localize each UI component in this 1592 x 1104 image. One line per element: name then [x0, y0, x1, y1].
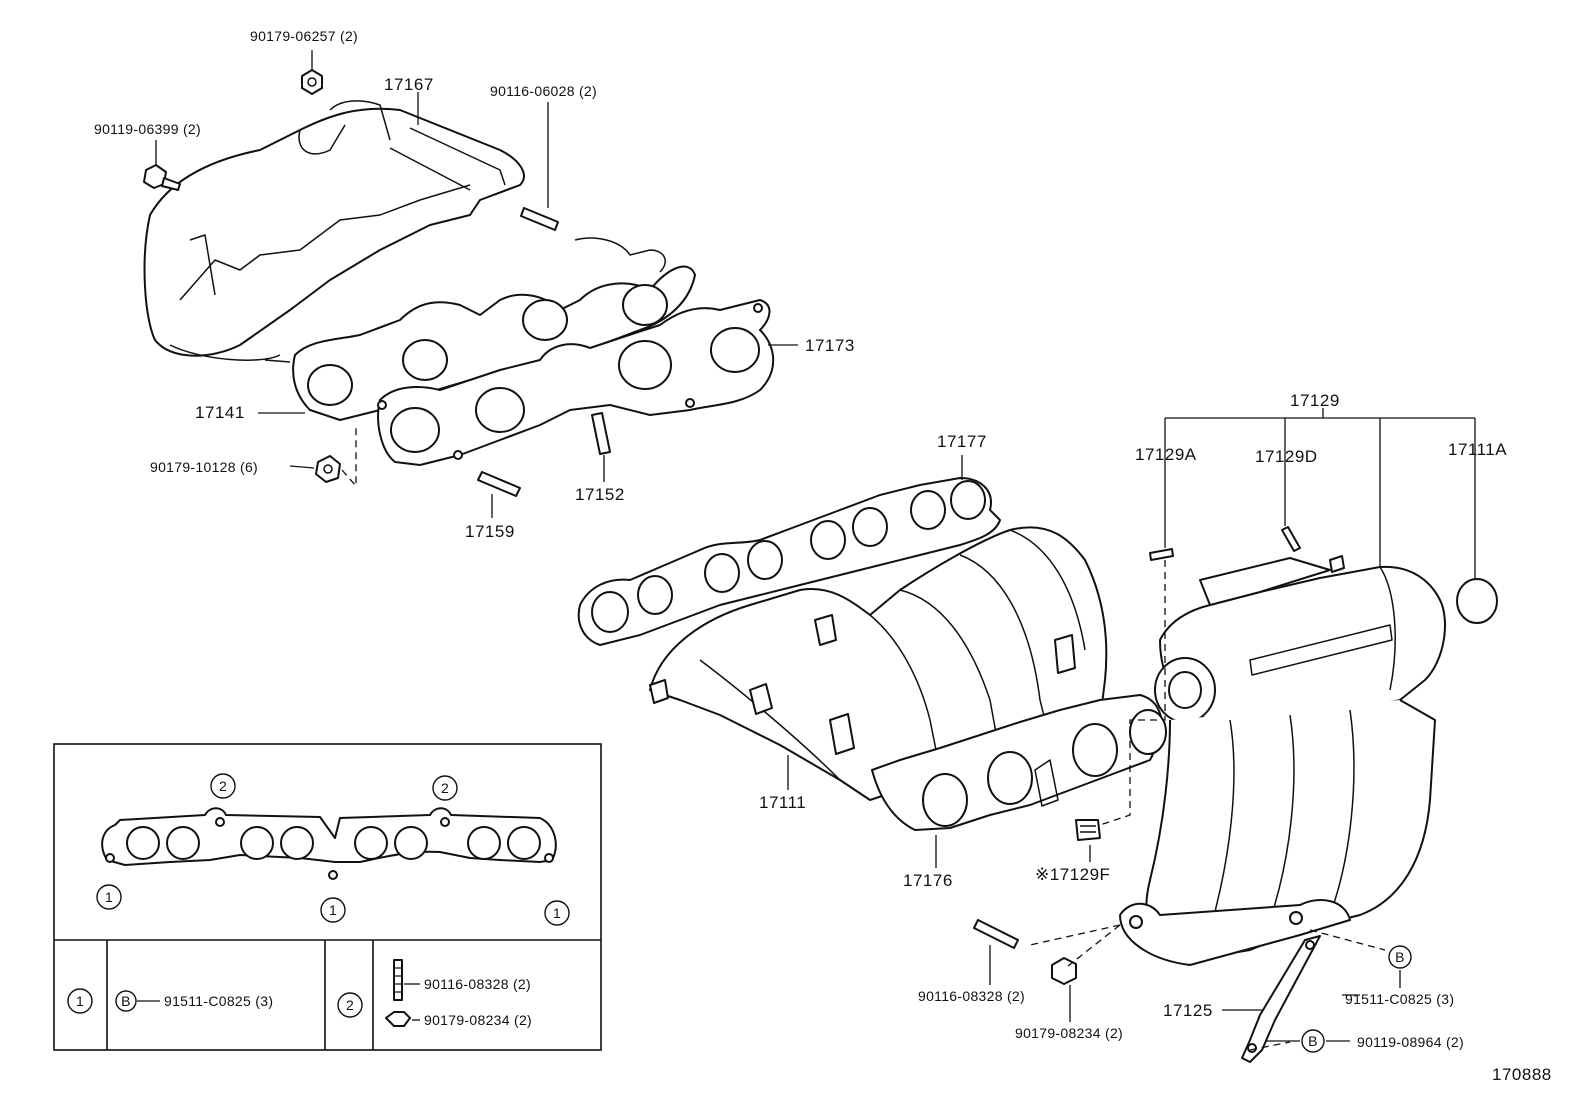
nut-icon: [385, 1011, 411, 1027]
stud-17159: [477, 471, 521, 497]
svg-text:2: 2: [441, 780, 449, 796]
legend-row-2: 2 90116-08328 (2) 90179-08234 (2): [337, 959, 532, 1028]
legend-part-91511-C0825: 91511-C0825 (3): [164, 993, 273, 1009]
callout-17129D: 17129D: [1255, 447, 1318, 466]
intake-cover-17167: [143, 100, 525, 361]
legend-part-90116-08328: 90116-08328 (2): [424, 976, 531, 992]
svg-text:1: 1: [553, 905, 561, 921]
callout-17111: 17111: [759, 793, 806, 812]
callout-17173: 17173: [805, 336, 855, 355]
svg-text:B: B: [1308, 1033, 1318, 1049]
callout-90119-06399: 90119-06399 (2): [94, 121, 201, 137]
figure-code: 170888: [1492, 1065, 1552, 1084]
gasket-17173: [377, 299, 775, 466]
pin-17129A: [1149, 548, 1174, 561]
surge-tank-17129: [1119, 555, 1446, 966]
bolt-90119-06399: [143, 164, 181, 191]
circle-mark-1-left: 1: [96, 884, 122, 910]
plug-17129F: [1075, 819, 1101, 841]
detail-box: 2 2 1 1 1 1 B 91511-C0825 (3) 2: [53, 743, 602, 1051]
callout-17176: 17176: [903, 871, 953, 890]
callout-90116-08328: 90116-08328 (2): [918, 988, 1025, 1004]
gasket-17176: [871, 694, 1167, 831]
callout-17129: 17129: [1290, 391, 1340, 410]
callout-17167: 17167: [384, 75, 434, 94]
cap-17111A: [1456, 578, 1498, 624]
stud-90116-06028: [520, 207, 559, 231]
legend-part-90179-08234: 90179-08234 (2): [424, 1012, 532, 1028]
circle-mark-1-mid: 1: [320, 897, 346, 923]
legend-marker-2: 2: [346, 997, 354, 1013]
legend-marker-1: 1: [76, 993, 84, 1009]
callout-17129F: ※17129F: [1035, 865, 1110, 884]
gasket-17177: [577, 477, 1001, 646]
callout-17159: 17159: [465, 522, 515, 541]
nut-90179-10128: [315, 455, 341, 483]
callout-90119-08964: 90119-08964 (2): [1357, 1034, 1464, 1050]
callout-17111A: 17111A: [1448, 440, 1507, 459]
legend-row-1: 1 B 91511-C0825 (3): [67, 988, 273, 1014]
svg-text:2: 2: [219, 778, 227, 794]
gasket-detail: [101, 807, 557, 880]
pin-17129D: [1281, 526, 1301, 552]
callout-17129A: 17129A: [1135, 445, 1197, 464]
svg-text:1: 1: [329, 902, 337, 918]
callout-17177: 17177: [937, 432, 987, 451]
circle-mark-2-right: 2: [432, 775, 458, 801]
callout-17152: 17152: [575, 485, 625, 504]
stud-17152: [591, 412, 611, 455]
stud-90116-08328: [973, 919, 1019, 949]
callout-90116-06028: 90116-06028 (2): [490, 83, 597, 99]
callout-91511-C0825: 91511-C0825 (3): [1345, 991, 1454, 1007]
svg-text:B: B: [1395, 949, 1405, 965]
callout-90179-06257: 90179-06257 (2): [250, 28, 358, 44]
callout-17125: 17125: [1163, 1001, 1213, 1020]
callout-90179-10128: 90179-10128 (6): [150, 459, 258, 475]
circle-mark-b-right: B: [1388, 945, 1412, 969]
circle-mark-b-bottom: B: [1301, 1029, 1325, 1053]
callout-90179-08234: 90179-08234 (2): [1015, 1025, 1123, 1041]
circle-mark-2-left: 2: [210, 773, 236, 799]
callout-17141: 17141: [195, 403, 245, 422]
stud-icon: [393, 959, 403, 1001]
svg-text:1: 1: [105, 889, 113, 905]
legend-sub-marker-b: B: [121, 993, 131, 1009]
bracket-17125: [1241, 935, 1321, 1063]
circle-mark-1-right: 1: [544, 900, 570, 926]
nut-90179-06257: [301, 69, 323, 95]
